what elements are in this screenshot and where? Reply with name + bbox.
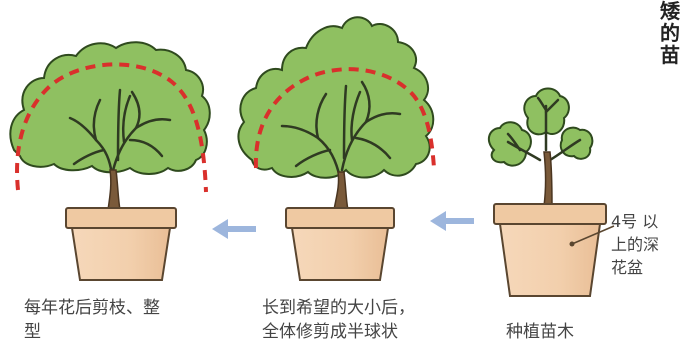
caption-left-line: 型 <box>24 322 41 342</box>
caption-middle: 长到希望的大小后， 全体修剪成半球状 <box>262 296 415 344</box>
trunk-middle <box>333 171 349 211</box>
caption-middle-line: 全体修剪成半球状 <box>262 322 398 342</box>
trunk-right <box>543 151 553 207</box>
pot-right <box>493 203 615 297</box>
arrow-right <box>430 211 474 231</box>
canopy-middle <box>237 16 435 179</box>
title-char: 苗 <box>660 43 680 67</box>
caption-left-line: 每年花后剪枝、整 <box>24 298 160 318</box>
tree-left <box>9 41 211 281</box>
title-char: 矮 <box>660 0 680 23</box>
pot-annotation: 4号 以 上的深 花盆 <box>611 210 686 279</box>
caption-middle-line: 长到希望的大小后， <box>262 298 415 318</box>
caption-left: 每年花后剪枝、整 型 <box>24 296 160 344</box>
vertical-title: 矮 的 苗 <box>658 0 682 66</box>
trunk-left <box>107 169 121 211</box>
canopy-left <box>9 41 211 175</box>
pot-middle <box>285 207 395 281</box>
caption-right: 种植苗木 <box>506 322 574 342</box>
pot-note-line: 花盆 <box>611 258 644 277</box>
tree-middle <box>237 16 436 281</box>
cut-line-middle <box>253 67 436 169</box>
pot-note-line: 4号 以 <box>611 212 659 231</box>
pot-left <box>65 207 177 281</box>
title-char: 的 <box>660 21 680 45</box>
arrow-left <box>212 219 256 239</box>
pot-note-line: 上的深 <box>611 235 660 254</box>
cut-line-left <box>15 62 208 193</box>
tree-right <box>487 87 615 297</box>
